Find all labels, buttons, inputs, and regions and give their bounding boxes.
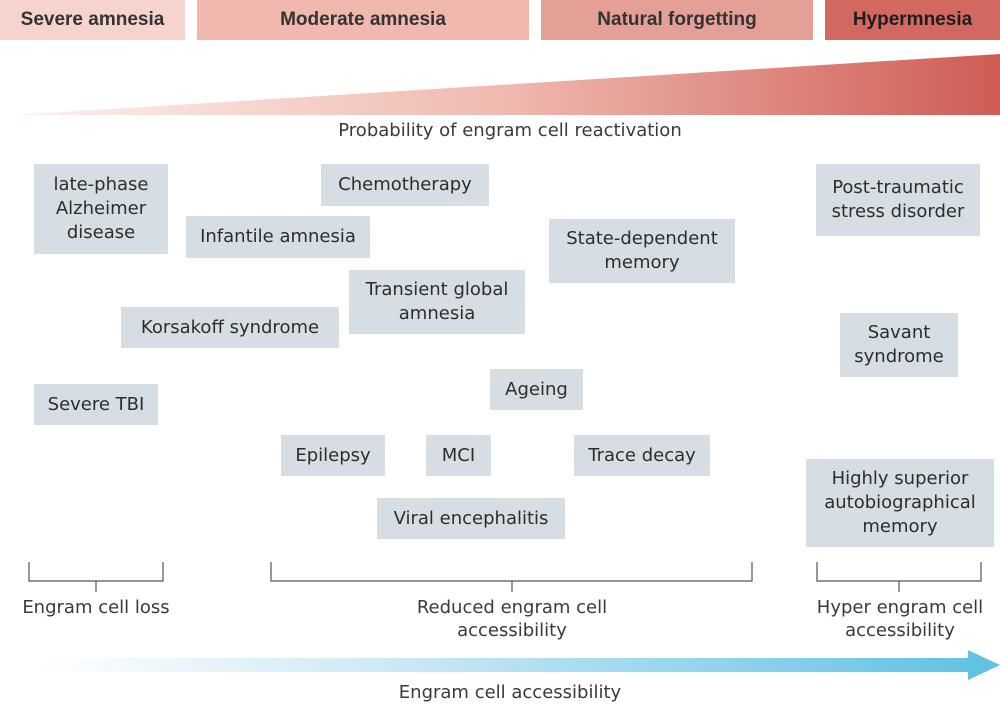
wedge-caption: Probability of engram cell reactivation — [338, 120, 682, 141]
condition-ptsd: Post-traumatic stress disorder — [816, 164, 980, 236]
condition-infantile-amnesia: Infantile amnesia — [186, 216, 370, 258]
category-moderate-amnesia: Moderate amnesia — [197, 0, 529, 40]
arrow-caption: Engram cell accessibility — [398, 682, 622, 703]
condition-viral-encephalitis: Viral encephalitis — [377, 498, 565, 539]
condition-state-dependent-memory: State-dependent memory — [549, 219, 735, 283]
hsam-line-3: memory — [862, 516, 938, 537]
savant-line-2: syndrome — [854, 346, 944, 367]
bracket-hyper-accessibility — [816, 562, 982, 592]
ageing-label: Ageing — [505, 378, 568, 400]
condition-hsam: Highly superior autobiographical memory — [806, 459, 994, 547]
label-engram-cell-loss: Engram cell loss — [6, 596, 186, 619]
alzheimer-line-3: disease — [66, 222, 136, 243]
bracket-engram-loss — [28, 562, 164, 592]
label-hyper-accessibility: Hyper engram cell accessibility — [800, 596, 1000, 642]
reactivation-wedge — [14, 54, 1000, 115]
ptsd-line-2: stress disorder — [831, 201, 965, 222]
hsam-line-2: autobiographical — [824, 492, 976, 513]
category-natural-forgetting: Natural forgetting — [541, 0, 813, 40]
accessibility-arrow — [40, 650, 1000, 680]
reduced-line-2: accessibility — [457, 620, 567, 641]
condition-korsakoff-syndrome: Korsakoff syndrome — [121, 307, 339, 348]
ptsd-line-1: Post-traumatic — [832, 177, 964, 198]
category-hypermnesia: Hypermnesia — [825, 0, 1000, 40]
reduced-line-1: Reduced engram cell — [416, 597, 608, 618]
severe-tbi-label: Severe TBI — [47, 393, 145, 415]
alzheimer-line-2: Alzheimer — [55, 198, 147, 219]
condition-mci: MCI — [426, 435, 491, 476]
bracket-reduced-accessibility — [270, 562, 753, 592]
state-dependent-line-1: State-dependent — [566, 228, 718, 249]
viral-encephalitis-label: Viral encephalitis — [393, 507, 549, 529]
infantile-amnesia-label: Infantile amnesia — [200, 226, 356, 247]
state-dependent-line-2: memory — [604, 252, 680, 273]
hyper-line-1: Hyper engram cell — [816, 597, 984, 618]
condition-trace-decay: Trace decay — [574, 435, 710, 476]
category-severe-amnesia: Severe amnesia — [0, 0, 185, 40]
trace-decay-label: Trace decay — [588, 444, 696, 466]
condition-epilepsy: Epilepsy — [281, 435, 385, 476]
condition-chemotherapy: Chemotherapy — [321, 164, 489, 206]
condition-savant-syndrome: Savant syndrome — [840, 313, 958, 377]
condition-transient-global-amnesia: Transient global amnesia — [349, 270, 525, 334]
tga-line-1: Transient global — [365, 279, 509, 300]
label-reduced-accessibility: Reduced engram cell accessibility — [382, 596, 642, 642]
condition-severe-tbi: Severe TBI — [34, 384, 158, 425]
mci-label: MCI — [441, 444, 476, 466]
savant-line-1: Savant — [867, 322, 931, 343]
epilepsy-label: Epilepsy — [295, 444, 371, 466]
tga-line-2: amnesia — [398, 303, 476, 324]
hyper-line-2: accessibility — [845, 620, 955, 641]
engram-loss-text: Engram cell loss — [22, 597, 170, 618]
condition-late-phase-alzheimer: late-phase Alzheimer disease — [34, 164, 168, 254]
korsakoff-label: Korsakoff syndrome — [140, 316, 320, 338]
condition-ageing: Ageing — [490, 369, 583, 410]
alzheimer-line-1: late-phase — [53, 174, 149, 195]
hsam-line-1: Highly superior — [831, 468, 969, 489]
chemotherapy-label: Chemotherapy — [338, 174, 472, 195]
